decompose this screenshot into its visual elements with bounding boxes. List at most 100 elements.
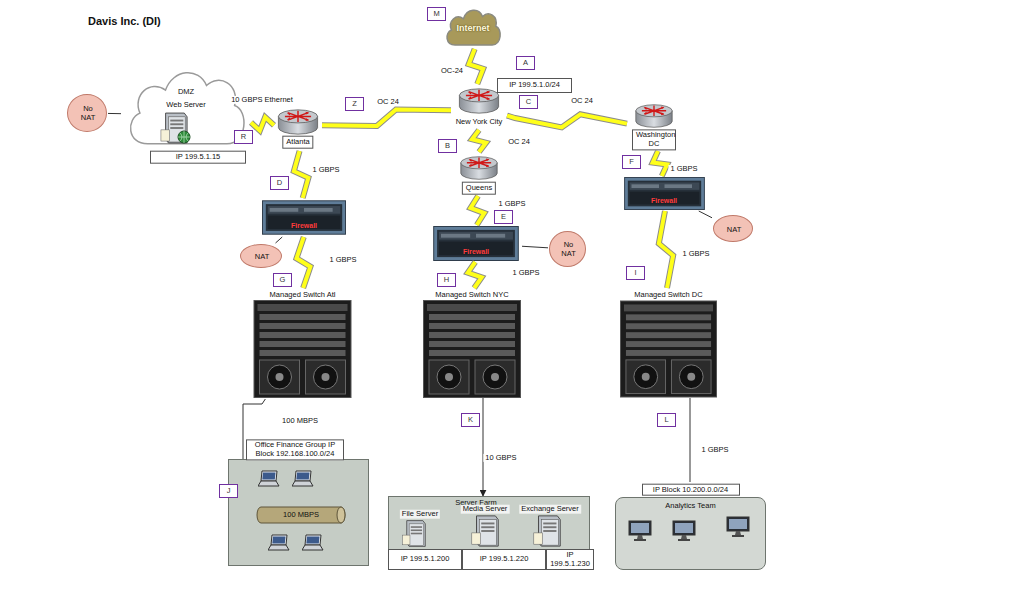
group-panel: Office Finance Group IP Block 192.168.10… — [228, 441, 369, 566]
callout-letter: E — [494, 210, 513, 224]
link-speed: 100 MBPS — [280, 417, 320, 425]
bus-end — [337, 507, 345, 523]
group-panel: IP Block 10.200.0.0/24Analytics Team — [615, 482, 766, 570]
wan-link — [297, 237, 311, 288]
server-node: Exchange Server — [515, 503, 585, 547]
laptop-icon — [268, 535, 289, 550]
bus-shape — [257, 507, 345, 523]
bolt-outline — [294, 151, 308, 198]
wan-link — [653, 151, 667, 176]
group-panel: Server FarmFile ServerMedia ServerExchan… — [388, 496, 590, 570]
label-box: IP 199.5.1.230 — [546, 549, 594, 570]
wan-link — [469, 49, 483, 84]
link-speed: OC 24 — [375, 98, 401, 106]
label-box: IP 199.5.1.200 — [388, 549, 462, 570]
link-line — [276, 237, 283, 243]
link-speed: OC-24 — [439, 67, 465, 75]
firewall-node: Firewall — [620, 177, 709, 210]
monitor-icon — [727, 517, 749, 537]
callout-letter: D — [270, 176, 289, 190]
wan-link — [468, 262, 482, 288]
bolt-fill — [659, 211, 673, 288]
bolt-outline — [507, 114, 627, 127]
switch-icon — [254, 301, 351, 398]
node-text: IP 199.5.1.0/24 — [509, 81, 560, 90]
cloud-shape — [131, 73, 244, 144]
cloud-node: DMZ Web Server IP 199.5.1.15 — [122, 64, 250, 166]
bolt-fill — [471, 196, 485, 225]
firewall-icon — [262, 201, 345, 234]
ip-label: Queens — [462, 182, 496, 195]
node-text: Managed Switch DC — [632, 291, 704, 300]
node-text: Managed Switch Atl — [268, 291, 338, 300]
bolt-outline — [472, 130, 486, 152]
wan-link — [251, 117, 274, 130]
wan-link — [322, 110, 451, 126]
switch-node: Managed Switch NYC — [423, 289, 521, 398]
server-icon — [472, 516, 498, 546]
wire — [699, 211, 712, 218]
router-icon — [636, 105, 672, 128]
bolt-fill — [472, 130, 486, 152]
callout-letter: A — [516, 56, 535, 70]
bolt-fill — [251, 117, 274, 130]
node-text: NAT — [727, 225, 741, 234]
callout-letter: L — [657, 413, 676, 427]
cloud-shape — [447, 10, 500, 45]
wan-link — [659, 211, 673, 288]
bolt-outline — [322, 110, 451, 126]
node-text: Firewall — [463, 248, 489, 256]
link-speed: 1 GBPS — [668, 165, 699, 173]
router-icon — [278, 110, 317, 134]
label-box: IP 199.5.1.0/24 — [497, 78, 572, 93]
node-text: DMZ — [178, 88, 194, 97]
wan-link — [294, 151, 308, 198]
node-text: Media Server — [461, 505, 510, 514]
firewall-node: Firewall — [431, 226, 521, 261]
link-speed: 1 GBPS — [327, 256, 358, 264]
bolt-fill — [469, 49, 483, 84]
ip-label: Washington DC — [632, 129, 676, 150]
wan-link — [507, 114, 627, 127]
diagram-title: Davis Inc. (DI) — [88, 15, 161, 28]
callout-letter: M — [427, 7, 446, 21]
nat-ellipse: NAT — [713, 215, 753, 242]
callout-letter: J — [219, 484, 238, 498]
node-text: IP 199.5.1.200 — [401, 555, 450, 564]
firewall-icon — [625, 177, 705, 209]
callout-letter: R — [234, 130, 253, 144]
switch-node: Managed Switch Atl — [253, 289, 352, 398]
nat-ellipse: NAT — [240, 244, 282, 268]
callout-letter: C — [519, 95, 538, 109]
link-speed: 1 GBPS — [680, 250, 711, 258]
link-speed: OC 24 — [506, 138, 532, 146]
server-icon — [534, 516, 560, 546]
link-line — [690, 398, 691, 482]
bolt-outline — [251, 117, 274, 130]
callout-letter: K — [461, 413, 480, 427]
wire — [276, 237, 283, 243]
switch-icon — [424, 301, 521, 398]
bolt-outline — [297, 237, 311, 288]
bolt-outline — [469, 49, 483, 84]
node-text: Firewall — [651, 197, 677, 205]
node-text: No NAT — [557, 241, 581, 258]
node-text: IP 199.5.1.230 — [549, 551, 591, 568]
link-speed: 10 GBPS Ethernet — [229, 96, 295, 104]
bolt-fill — [507, 114, 627, 127]
nat-ellipse: No NAT — [67, 94, 107, 132]
link-speed: 1 GBPS — [510, 269, 541, 277]
laptop-icon — [292, 471, 313, 486]
wan-link — [472, 130, 486, 152]
bolt-fill — [468, 262, 482, 288]
node-text: Exchange Server — [519, 505, 581, 514]
bolt-outline — [659, 211, 673, 288]
link-line — [522, 246, 548, 248]
ip-label: Office Finance Group IP Block 192.168.10… — [246, 439, 344, 460]
node-text: Web Server — [166, 101, 205, 110]
bolt-fill — [297, 237, 311, 288]
node-text: IP 199.5.1.220 — [480, 555, 529, 564]
ip-label: IP 199.5.1.15 — [150, 151, 246, 164]
laptop-icon — [302, 535, 323, 550]
callout-letter: H — [437, 273, 456, 287]
